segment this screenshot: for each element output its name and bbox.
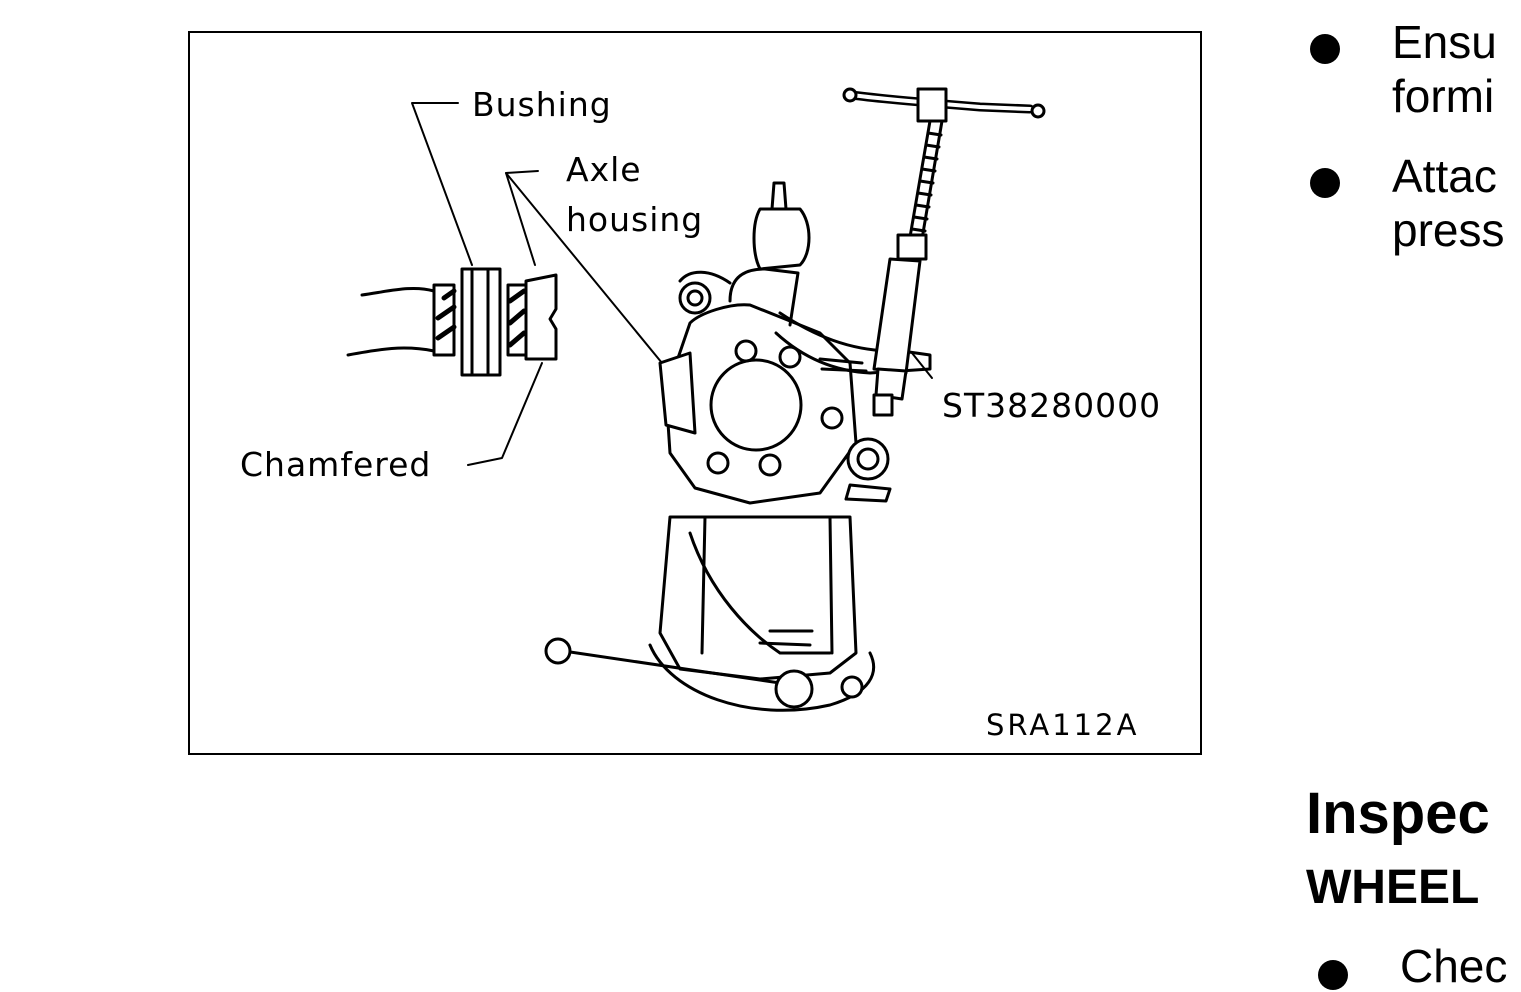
leader-lines — [411, 102, 933, 466]
list-item-line2: formi — [1392, 70, 1495, 122]
axle-housing-body — [658, 181, 932, 505]
special-tool — [842, 87, 1046, 417]
label-bushing: Bushing — [472, 85, 612, 124]
label-chamfered: Chamfered — [240, 445, 432, 484]
list-item-line1: Chec — [1400, 940, 1508, 992]
figure-frame: Bushing Axle housing ST38280000 Chamfere… — [188, 31, 1202, 755]
bullet-icon — [1318, 960, 1348, 990]
list-item-line1: Attac — [1392, 150, 1497, 202]
list-item-line1: Ensu — [1392, 16, 1497, 68]
figure-code: SRA112A — [986, 708, 1140, 742]
bushing-detail — [346, 267, 558, 377]
axle-housing-illustration — [346, 87, 1046, 712]
section-subtitle: WHEEL — [1306, 861, 1480, 914]
section-title: Inspec — [1306, 781, 1490, 846]
vise-base — [544, 515, 876, 712]
bullet-icon — [1310, 34, 1340, 64]
label-axle: Axle — [566, 150, 642, 189]
label-tool-number: ST38280000 — [942, 386, 1162, 425]
label-housing: housing — [566, 200, 704, 239]
list-item-line2: press — [1392, 204, 1505, 256]
bullet-icon — [1310, 168, 1340, 198]
